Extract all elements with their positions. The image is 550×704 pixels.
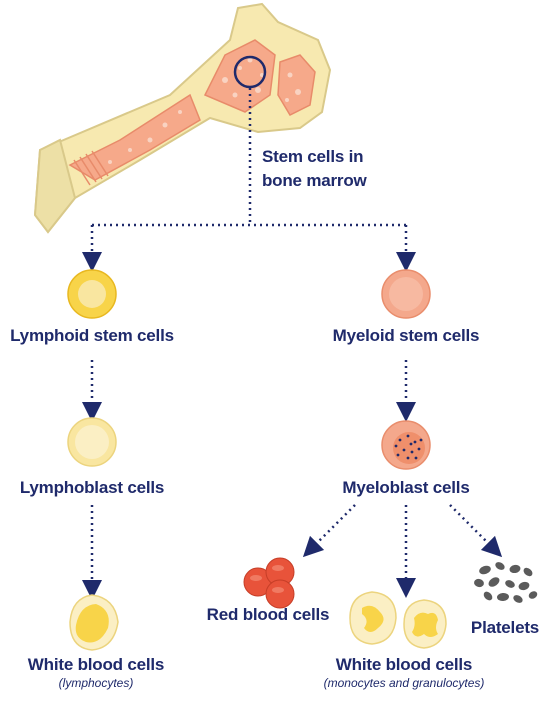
- connectors: [82, 88, 503, 600]
- bone-illustration: [33, 2, 332, 234]
- myeloblast-label: Myeloblast cells: [342, 478, 470, 497]
- marrow-highlight-circle: [233, 55, 267, 89]
- lymphoblast-cell: [67, 417, 117, 467]
- stem-cells-title: Stem cells in bone marrow: [262, 145, 367, 193]
- monocyte-granulocyte-cells: [349, 591, 447, 649]
- lymphocyte-cell: [69, 594, 119, 651]
- myeloid-stem-cell: [381, 269, 431, 319]
- red-blood-cells-label: Red blood cells: [206, 605, 330, 624]
- myeloid-wbc-label: White blood cells: [335, 655, 473, 674]
- myeloblast-cell: [381, 420, 431, 470]
- platelets-cluster: [474, 562, 538, 603]
- lymphoblast-label: Lymphoblast cells: [19, 478, 165, 497]
- myeloid-wbc-sublabel: (monocytes and granulocytes): [323, 676, 485, 690]
- lymphocyte-wbc-sublabel: (lymphocytes): [58, 676, 134, 690]
- lymphoid-stem-label: Lymphoid stem cells: [10, 326, 174, 345]
- platelets-label: Platelets: [470, 618, 540, 637]
- lymphoid-stem-cell: [67, 269, 117, 319]
- lymphocyte-wbc-label: White blood cells: [27, 655, 165, 674]
- myeloid-stem-label: Myeloid stem cells: [332, 326, 480, 345]
- stem-cells-title-line2: bone marrow: [262, 171, 367, 190]
- stem-cells-title-line1: Stem cells in: [262, 147, 364, 166]
- red-blood-cells: [243, 557, 295, 609]
